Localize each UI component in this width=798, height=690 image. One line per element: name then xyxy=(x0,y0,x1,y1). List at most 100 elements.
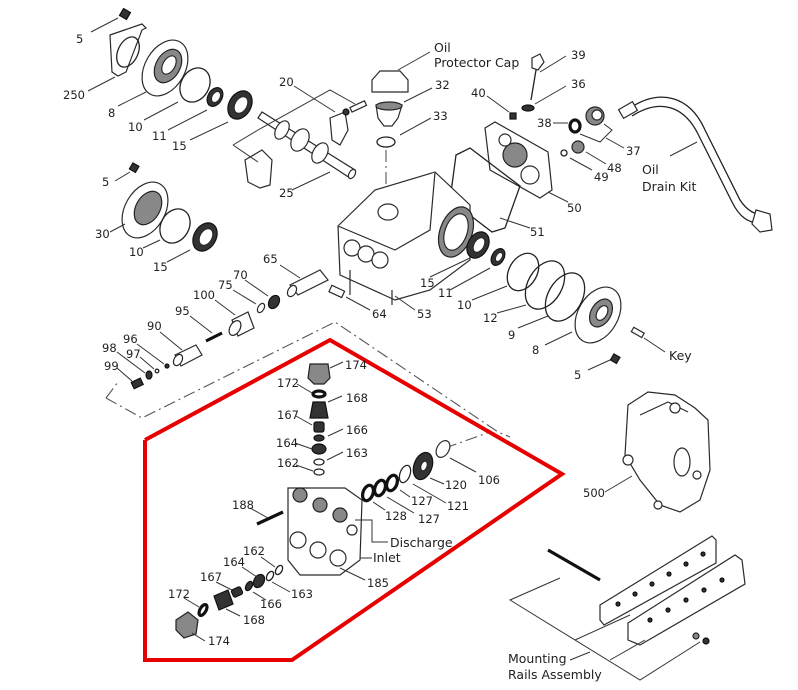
callout-172-bottom: 172 xyxy=(168,587,190,601)
callout-106: 106 xyxy=(478,473,500,487)
part-96 xyxy=(164,363,170,369)
o-ring-162-bottom xyxy=(274,564,284,576)
callout-30: 30 xyxy=(95,227,110,241)
discharge-leader xyxy=(355,519,388,543)
valve-cage-168-top xyxy=(309,401,329,419)
oil-protector-cap xyxy=(371,51,431,93)
callout-11-right: 11 xyxy=(438,286,453,300)
callout-97: 97 xyxy=(126,347,141,361)
callout-12: 12 xyxy=(483,311,498,325)
rear-cover-50 xyxy=(484,121,569,203)
o-ring-10-right xyxy=(506,252,540,292)
oil-drain-kit-label-line1: Oil xyxy=(642,162,659,177)
valve-cage-168-bottom xyxy=(213,589,234,611)
callout-174-top: 174 xyxy=(345,358,367,372)
plug-37 xyxy=(579,106,625,149)
callout-185: 185 xyxy=(367,576,389,590)
callout-99: 99 xyxy=(104,359,119,373)
discharge-label: Discharge xyxy=(390,535,453,550)
callout-70: 70 xyxy=(233,268,248,282)
oil-seal-11-right xyxy=(490,248,506,266)
o-ring-172-top xyxy=(311,389,327,399)
callout-10-mid: 10 xyxy=(129,245,144,259)
stud-95 xyxy=(205,331,223,343)
retainer-106 xyxy=(435,440,451,458)
callout-33: 33 xyxy=(433,109,448,123)
callout-166-bottom: 166 xyxy=(260,597,282,611)
gearbox-500 xyxy=(604,391,711,513)
callout-48: 48 xyxy=(607,161,622,175)
callout-127-b: 127 xyxy=(418,512,440,526)
callout-36: 36 xyxy=(571,77,586,91)
part-97 xyxy=(154,368,160,374)
callout-162-bottom: 162 xyxy=(243,544,265,558)
bearing-cover-8-top xyxy=(117,39,189,107)
oil-seal-11-top xyxy=(206,87,224,107)
spring-167-top xyxy=(313,421,325,433)
callout-168-top: 168 xyxy=(346,391,368,405)
callout-172-top: 172 xyxy=(277,376,299,390)
o-ring-10-mid xyxy=(159,208,191,244)
callout-39: 39 xyxy=(571,48,586,62)
callout-50: 50 xyxy=(567,201,582,215)
callout-90: 90 xyxy=(147,319,162,333)
callout-121: 121 xyxy=(447,499,469,513)
callout-64: 64 xyxy=(372,307,387,321)
manifold-185 xyxy=(287,487,366,581)
mounting-rails-label-line1: Mounting xyxy=(508,651,567,666)
callout-32: 32 xyxy=(435,78,450,92)
valve-seat-164-top xyxy=(311,443,327,455)
callout-120: 120 xyxy=(445,478,467,492)
screw-40 xyxy=(509,112,517,120)
bolt-188 xyxy=(249,507,284,526)
bearing-15-top xyxy=(227,90,253,120)
drain-plug-48 xyxy=(571,140,607,165)
seal-70 xyxy=(267,294,281,310)
callout-65: 65 xyxy=(263,252,278,266)
o-ring-33 xyxy=(376,136,396,148)
callout-127-a: 127 xyxy=(411,494,433,508)
callout-174-bottom: 174 xyxy=(208,634,230,648)
callout-95: 95 xyxy=(175,304,190,318)
washer-98 xyxy=(145,370,153,380)
seal-127-a xyxy=(384,473,400,493)
callout-5: 5 xyxy=(76,32,83,46)
pin-64 xyxy=(328,284,346,299)
callout-250: 250 xyxy=(63,88,85,102)
callout-96: 96 xyxy=(123,332,138,346)
callout-75: 75 xyxy=(218,278,233,292)
callout-53: 53 xyxy=(417,307,432,321)
callout-8: 8 xyxy=(108,106,115,120)
callout-100: 100 xyxy=(193,288,215,302)
o-ring-163-top xyxy=(313,458,325,466)
bolt-5-top xyxy=(90,7,132,33)
callout-37: 37 xyxy=(626,144,641,158)
bearing-cover-8-right xyxy=(574,286,622,344)
plunger-65 xyxy=(279,264,329,298)
o-ring-38 xyxy=(568,118,582,134)
callout-98: 98 xyxy=(102,341,117,355)
callout-8-right: 8 xyxy=(532,343,539,357)
valve-plug-174-bottom xyxy=(175,611,206,642)
breather-32 xyxy=(375,87,433,127)
callout-40: 40 xyxy=(471,86,486,100)
assembly-line-106 xyxy=(444,431,491,449)
o-ring-121 xyxy=(398,464,412,484)
mounting-rails-assembly xyxy=(508,535,746,681)
valve-166-bottom xyxy=(244,580,254,592)
o-ring-36 xyxy=(521,104,535,112)
connecting-rod-20 xyxy=(232,85,368,189)
callout-500: 500 xyxy=(583,486,605,500)
callout-38: 38 xyxy=(537,116,552,130)
crankshaft-25 xyxy=(257,111,357,180)
callout-51: 51 xyxy=(530,225,545,239)
shim-12 xyxy=(524,260,566,310)
callout-163-bottom: 163 xyxy=(291,587,313,601)
oil-protector-cap-label-line1: Oil xyxy=(434,40,451,55)
callout-164-bottom: 164 xyxy=(223,555,245,569)
spring-167-bottom xyxy=(230,586,244,598)
callout-10: 10 xyxy=(128,120,143,134)
crankcase-53 xyxy=(337,171,475,311)
callout-11: 11 xyxy=(152,129,167,143)
